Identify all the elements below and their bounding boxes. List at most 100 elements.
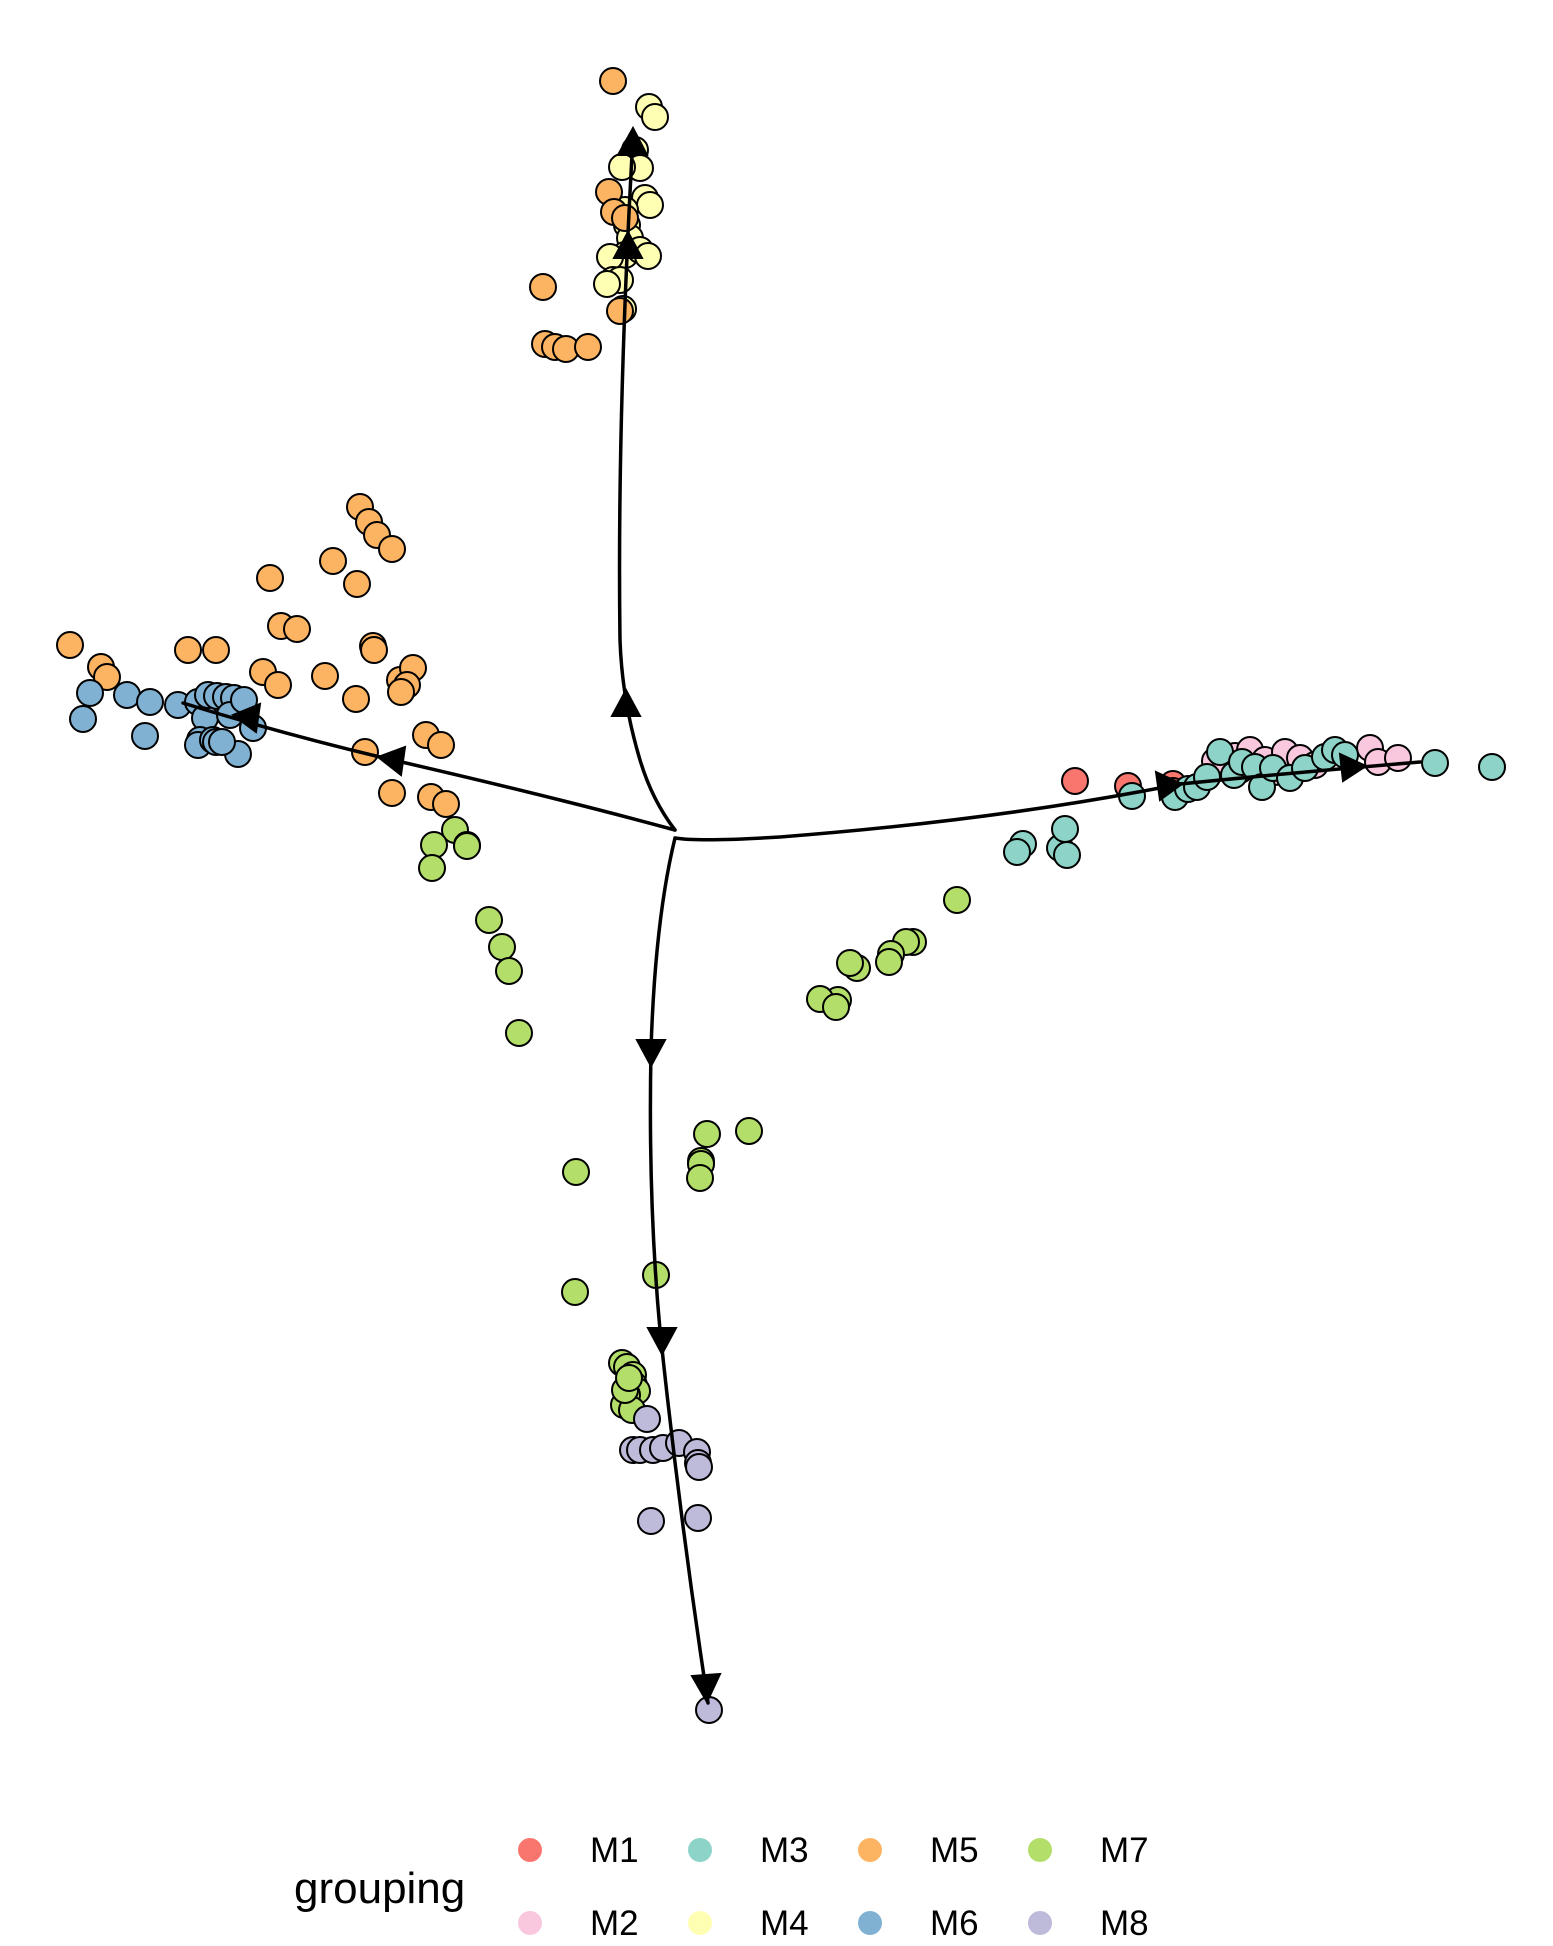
point-m5-29 [311, 662, 339, 690]
point-m7-6 [488, 933, 516, 961]
legend-item-m7: M7 [1028, 1831, 1149, 1870]
point-m7-25 [561, 1278, 589, 1306]
legend-title: grouping [294, 1864, 465, 1913]
point-m5-25 [174, 636, 202, 664]
point-m1-0 [1061, 767, 1089, 795]
point-m7-23 [686, 1164, 714, 1192]
point-m7-20 [735, 1117, 763, 1145]
data-points [56, 67, 1506, 1724]
point-m5-15 [343, 570, 371, 598]
legend-item-m6: M6 [858, 1904, 979, 1943]
arrow-up-start [610, 687, 642, 717]
point-m5-39 [432, 790, 460, 818]
trajectory-branch-left [181, 701, 677, 832]
legend-item-m3: M3 [688, 1831, 809, 1870]
legend-label-m2: M2 [590, 1904, 639, 1943]
point-m7-4 [418, 854, 446, 882]
legend-item-m1: M1 [518, 1831, 639, 1870]
point-m5-5 [606, 297, 634, 325]
point-m5-24 [93, 663, 121, 691]
point-m7-8 [505, 1019, 533, 1047]
point-m7-5 [475, 906, 503, 934]
point-m7-2 [420, 831, 448, 859]
point-m5-22 [56, 631, 84, 659]
arrow-left-outer [230, 702, 262, 734]
legend-key-m8 [1028, 1911, 1052, 1935]
point-m5-18 [283, 615, 311, 643]
point-m7-24 [562, 1158, 590, 1186]
legend-label-m6: M6 [930, 1904, 979, 1943]
point-m7-13 [875, 948, 903, 976]
point-m6-3 [136, 688, 164, 716]
arrow-up-inner [612, 229, 644, 259]
point-m7-3 [453, 832, 481, 860]
point-m7-18 [822, 993, 850, 1021]
trajectory-branch-up [617, 135, 677, 832]
point-m6-17 [208, 728, 236, 756]
legend-label-m3: M3 [760, 1831, 809, 1870]
point-m5-26 [202, 636, 230, 664]
legend-key-m2 [518, 1911, 542, 1935]
legend-label-m7: M7 [1100, 1831, 1149, 1870]
legend-key-m6 [858, 1911, 882, 1935]
point-m6-0 [76, 679, 104, 707]
point-m3-4 [1193, 763, 1221, 791]
legend-label-m4: M4 [760, 1904, 809, 1943]
point-m7-7 [495, 957, 523, 985]
point-m5-16 [256, 564, 284, 592]
point-m5-9 [574, 333, 602, 361]
legend-label-m5: M5 [930, 1831, 979, 1870]
legend-item-m5: M5 [858, 1831, 979, 1870]
point-m8-9 [637, 1507, 665, 1535]
legend-item-m2: M2 [518, 1904, 639, 1943]
arrow-right-outer [1338, 752, 1369, 783]
point-m3-22 [1053, 841, 1081, 869]
arrow-up-outer [616, 125, 649, 156]
legend-key-m5 [858, 1838, 882, 1862]
point-m3-21 [1051, 815, 1079, 843]
point-m8-8 [685, 1453, 713, 1481]
point-m7-9 [943, 886, 971, 914]
point-m3-20 [1003, 838, 1031, 866]
legend-key-m3 [688, 1838, 712, 1862]
legend-key-m4 [688, 1911, 712, 1935]
point-m5-37 [378, 779, 406, 807]
legend-key-m1 [518, 1838, 542, 1862]
trajectory-lines [181, 125, 1422, 1705]
point-m5-4 [529, 273, 557, 301]
legend-key-m7 [1028, 1838, 1052, 1862]
point-m5-13 [378, 535, 406, 563]
point-m2-11 [1384, 744, 1412, 772]
point-m7-36 [615, 1364, 643, 1392]
arrow-left-inner [375, 745, 407, 777]
legend-item-m8: M8 [1028, 1904, 1149, 1943]
point-m5-28 [264, 671, 292, 699]
point-m5-35 [427, 731, 455, 759]
legend-label-m1: M1 [590, 1831, 639, 1870]
legend-label-m8: M8 [1100, 1904, 1149, 1943]
point-m8-0 [633, 1405, 661, 1433]
point-m5-14 [319, 547, 347, 575]
point-m4-1 [641, 103, 669, 131]
point-m8-10 [684, 1504, 712, 1532]
point-m5-20 [360, 636, 388, 664]
point-m7-15 [836, 949, 864, 977]
point-m3-16 [1421, 749, 1449, 777]
point-m5-0 [599, 67, 627, 95]
legend-item-m4: M4 [688, 1904, 809, 1943]
point-m6-4 [131, 722, 159, 750]
arrow-down-outer [690, 1672, 722, 1705]
point-m5-30 [342, 685, 370, 713]
arrow-down-mid [646, 1327, 678, 1357]
point-m7-19 [693, 1120, 721, 1148]
point-m4-16 [593, 270, 621, 298]
point-m6-1 [69, 705, 97, 733]
point-m5-3 [611, 204, 639, 232]
trajectory-branch-down [648, 836, 710, 1705]
arrow-right-inner [1154, 770, 1184, 802]
point-m5-33 [387, 678, 415, 706]
point-m6-2 [113, 681, 141, 709]
point-m4-6 [636, 191, 664, 219]
